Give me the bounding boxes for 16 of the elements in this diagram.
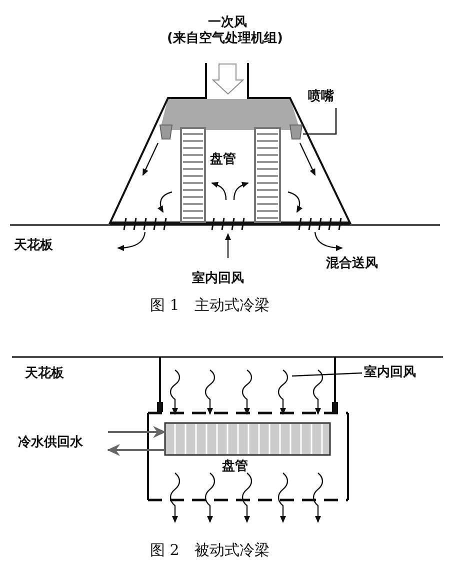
- coil-label: 盘管: [210, 153, 236, 168]
- water-label: 冷水供回水: [18, 436, 83, 450]
- coil-label: 盘管: [222, 460, 248, 474]
- ceiling-label: 天花板: [25, 367, 64, 382]
- leader-line: [303, 108, 337, 135]
- figure-caption: 图 2 被动式冷梁: [150, 542, 270, 558]
- airflow-label: 室内回风: [192, 272, 244, 286]
- nozzle-label: 喷嘴: [308, 90, 334, 104]
- airflow-label: (来自空气处理机组): [167, 32, 283, 46]
- airflow-label: 混合送风: [326, 257, 378, 272]
- return-air-label: 室内回风: [364, 366, 416, 380]
- airflow-label: 一次风: [208, 16, 247, 30]
- ceiling-label: 天花板: [14, 239, 53, 254]
- nozzle: [289, 124, 303, 140]
- figure-caption: 图 1 主动式冷梁: [150, 297, 270, 314]
- leader-line: [292, 372, 362, 377]
